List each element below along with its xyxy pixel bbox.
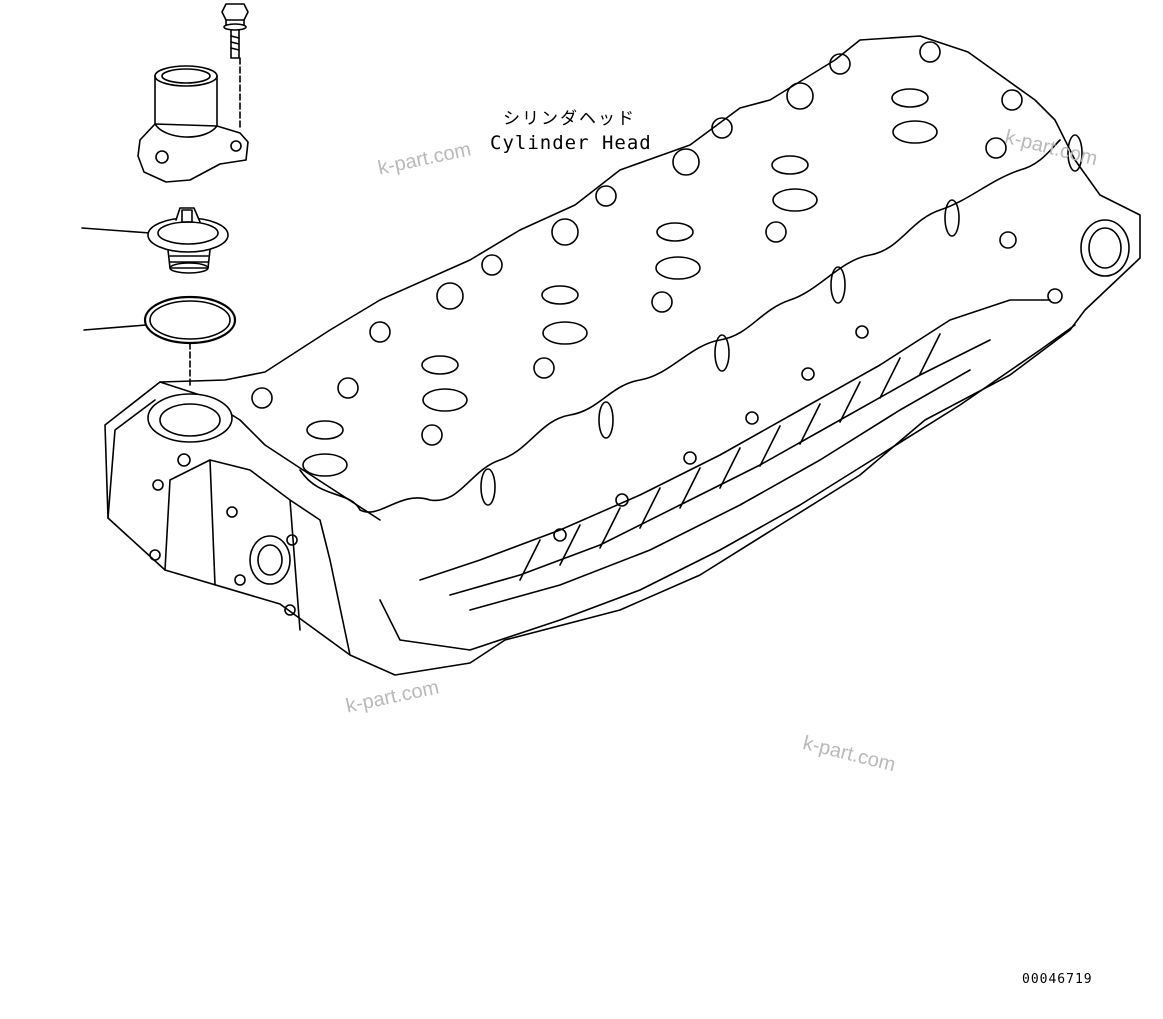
cylinder-head-label-jp: シリンダヘッド [503,109,636,129]
bolt-icon [222,4,248,130]
cylinder-head-label: Cylinder Head [490,132,652,154]
drawing-number: 00046719 [1022,972,1093,987]
thermostat-icon [82,208,228,273]
cylinder-head-icon [105,36,1140,675]
o-ring-icon [84,297,235,388]
thermostat-housing-icon [138,66,248,182]
